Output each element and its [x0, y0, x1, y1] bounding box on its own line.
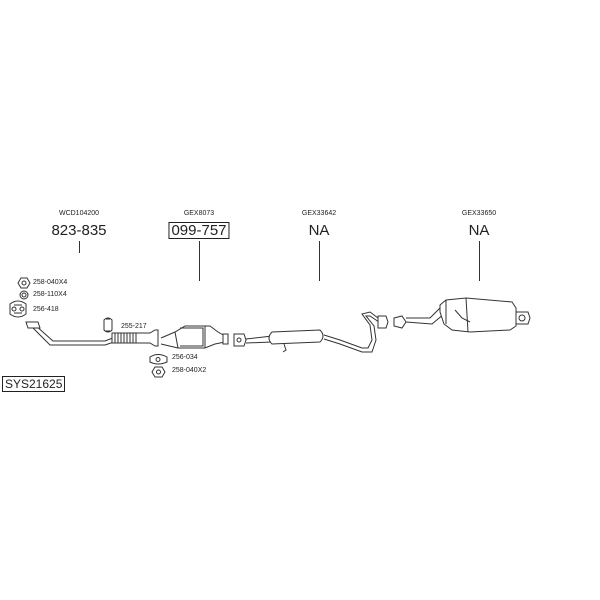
small-part-label[interactable]: 258-040X2 [172, 367, 207, 374]
small-part-label[interactable]: 255-217 [121, 323, 147, 330]
small-part-label[interactable]: 258-040X4 [33, 279, 68, 286]
part-number-front-pipe[interactable]: 823-835 [51, 222, 107, 239]
hex-nut-icon [17, 277, 31, 289]
gasket-icon [9, 300, 27, 318]
section-code-rear-silencer: GEX33650 [461, 210, 497, 217]
leader-line-front-pipe [79, 241, 80, 253]
catalytic-converter-icon [160, 325, 229, 349]
small-part-label[interactable]: 258-110X4 [33, 291, 67, 298]
front-pipe-icon [25, 321, 159, 347]
part-number-rear-silencer[interactable]: NA [468, 222, 490, 239]
hex-nut-icon [151, 366, 166, 378]
section-code-catalyst: GEX8073 [183, 210, 215, 217]
section-code-front-pipe: WCD104200 [58, 210, 100, 217]
ring-washer-icon [19, 290, 29, 300]
leader-line-rear-silencer [479, 241, 480, 281]
leader-line-catalyst [199, 241, 200, 281]
leader-line-center-silencer [319, 241, 320, 281]
clamp-icon [103, 317, 113, 333]
part-number-center-silencer[interactable]: NA [308, 222, 330, 239]
section-code-center-silencer: GEX33642 [301, 210, 337, 217]
system-code: SYS21625 [2, 376, 66, 392]
small-part-label[interactable]: 256-034 [172, 354, 198, 361]
part-number-catalyst[interactable]: 099-757 [168, 222, 230, 239]
center-silencer-icon [245, 311, 389, 353]
rear-silencer-icon [393, 297, 531, 333]
gasket-icon [149, 354, 168, 365]
small-part-label[interactable]: 256-418 [33, 306, 59, 313]
flange-gasket-icon [233, 333, 247, 347]
